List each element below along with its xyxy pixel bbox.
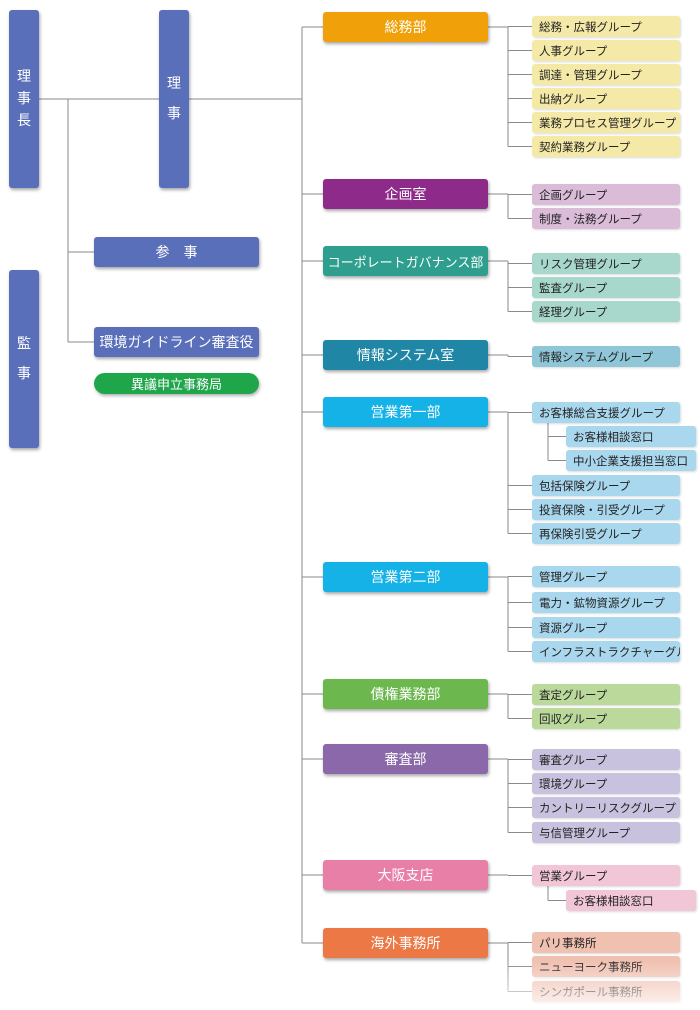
department-label: 情報システム室	[356, 348, 455, 364]
group-item[interactable]: 制度・法務グループ	[532, 208, 680, 229]
auditor-char-1: 監	[17, 336, 31, 352]
group-item[interactable]: 人事グループ	[532, 40, 680, 61]
group-item[interactable]: 回収グループ	[532, 708, 680, 729]
director-char-2: 事	[167, 106, 181, 122]
group-item[interactable]: お客様相談窓口	[566, 890, 696, 911]
group-item[interactable]: 中小企業支援担当窓口	[566, 450, 696, 471]
department-label: 営業第二部	[370, 570, 441, 586]
chairman-char-1: 理	[17, 69, 31, 85]
department-box[interactable]: 情報システム室	[323, 340, 488, 370]
group-item[interactable]: 調達・管理グループ	[532, 64, 680, 85]
group-item[interactable]: リスク管理グループ	[532, 253, 680, 274]
director-box[interactable]: 理 事	[159, 10, 189, 188]
counselor-box[interactable]: 参 事	[94, 237, 259, 267]
group-item[interactable]: インフラストラクチャーグループ	[532, 641, 680, 662]
objection-office-badge[interactable]: 異議申立事務局	[94, 373, 259, 394]
group-item[interactable]: 出納グループ	[532, 88, 680, 109]
objection-office-label: 異議申立事務局	[130, 378, 222, 393]
group-item[interactable]: シンガポール事務所	[532, 981, 680, 1002]
auditor-char-2: 事	[17, 366, 31, 382]
department-label: 審査部	[384, 752, 427, 768]
group-item[interactable]: 資源グループ	[532, 617, 680, 638]
chairman-char-3: 長	[17, 113, 31, 129]
group-item[interactable]: 営業グループ	[532, 865, 680, 886]
group-item[interactable]: お客様総合支援グループ	[532, 402, 680, 423]
group-item[interactable]: 総務・広報グループ	[532, 16, 680, 37]
group-item[interactable]: 監査グループ	[532, 277, 680, 298]
group-item[interactable]: 管理グループ	[532, 566, 680, 587]
counselor-label: 参 事	[155, 245, 198, 261]
group-item[interactable]: お客様相談窓口	[566, 426, 696, 447]
group-item[interactable]: 環境グループ	[532, 773, 680, 794]
group-item[interactable]: 再保険引受グループ	[532, 523, 680, 544]
department-box[interactable]: 総務部	[323, 12, 488, 42]
group-item[interactable]: パリ事務所	[532, 932, 680, 953]
department-label: 総務部	[384, 20, 427, 36]
auditor-box[interactable]: 監 事	[9, 270, 39, 448]
group-item[interactable]: 経理グループ	[532, 301, 680, 322]
department-label: 大阪支店	[377, 868, 434, 884]
group-item[interactable]: 業務プロセス管理グループ	[532, 112, 680, 133]
group-item[interactable]: 査定グループ	[532, 684, 680, 705]
department-label: コーポレートガバナンス部	[327, 255, 484, 271]
group-item[interactable]: 審査グループ	[532, 749, 680, 770]
department-box[interactable]: 営業第二部	[323, 562, 488, 592]
department-box[interactable]: 債権業務部	[323, 679, 488, 709]
group-item[interactable]: 与信管理グループ	[532, 822, 680, 843]
group-item[interactable]: 包括保険グループ	[532, 475, 680, 496]
group-item[interactable]: 投資保険・引受グループ	[532, 499, 680, 520]
env-reviewer-box[interactable]: 環境ガイドライン審査役	[94, 327, 259, 357]
department-label: 営業第一部	[370, 405, 441, 421]
department-box[interactable]: 営業第一部	[323, 397, 488, 427]
department-box[interactable]: 大阪支店	[323, 860, 488, 890]
group-item[interactable]: カントリーリスクグループ	[532, 797, 680, 818]
chairman-box[interactable]: 理 事 長	[9, 10, 39, 188]
group-item[interactable]: 情報システムグループ	[532, 346, 680, 367]
director-char-1: 理	[167, 76, 181, 92]
department-label: 債権業務部	[370, 687, 441, 703]
department-box[interactable]: コーポレートガバナンス部	[323, 246, 488, 276]
group-item[interactable]: ニューヨーク事務所	[532, 956, 680, 977]
env-reviewer-label: 環境ガイドライン審査役	[99, 335, 254, 351]
department-box[interactable]: 審査部	[323, 744, 488, 774]
group-item[interactable]: 企画グループ	[532, 184, 680, 205]
department-label: 企画室	[384, 187, 427, 203]
department-box[interactable]: 海外事務所	[323, 928, 488, 958]
chairman-char-2: 事	[17, 91, 31, 107]
group-item[interactable]: 電力・鉱物資源グループ	[532, 592, 680, 613]
department-box[interactable]: 企画室	[323, 179, 488, 209]
group-item[interactable]: 契約業務グループ	[532, 136, 680, 157]
department-label: 海外事務所	[370, 936, 441, 952]
